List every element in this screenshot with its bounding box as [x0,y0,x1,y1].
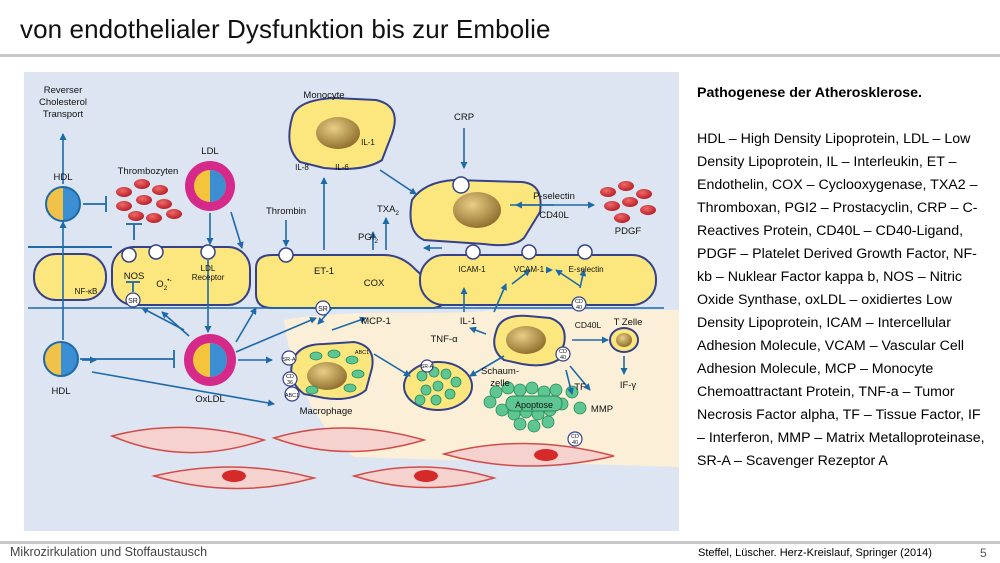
sr-label-right: SR [318,306,328,313]
monocyte-label: Monocyte [303,90,344,101]
thrombocytes-label: Thrombozyten [118,166,179,177]
footer-source: Steffel, Lüscher. Herz-Kreislauf, Spring… [698,547,932,559]
footer-divider [0,541,1000,544]
oxldl-particle [184,334,236,386]
page-number: 5 [980,546,987,560]
legend-panel: Pathogenese der Atherosklerose. HDL – Hi… [697,82,987,473]
cd40-label-2b: 40 [560,355,566,361]
pdgf-platelets [600,181,656,223]
ldl-receptor-label-2: Receptor [192,273,225,282]
mmp-label: MMP [591,404,613,415]
ifg-label: IF-γ [620,380,637,391]
tnf-label: TNF-α [430,334,458,345]
ldl-receptor-label-1: LDL [201,264,216,273]
endothelial-cell-4 [419,254,657,306]
intima-region [284,310,679,467]
legend-heading: Pathogenese der Atherosklerose. [697,85,922,101]
legend-body: HDL – High Density Lipoprotein, LDL – Lo… [697,131,985,469]
slide-title: von endothelialer Dysfunktion bis zur Em… [20,14,551,44]
cd36-label-a: CD [286,374,294,380]
tf-label: TF [574,382,586,393]
il1-label: IL-1 [460,316,476,327]
endothelial-cell-1 [33,253,107,301]
reverse-transport-label-2: Cholesterol [39,97,87,108]
hdl-particle-bottom [43,341,79,377]
cd40-label-3b: 40 [572,440,578,446]
crp-label: CRP [454,112,474,123]
et1-label: ET-1 [314,266,334,277]
cd40l-label: CD40L [575,320,602,330]
reverse-transport-label-3: Transport [43,109,84,120]
oxldl-label: OxLDL [195,394,225,405]
abc1-label-bottom: ABC1 [285,393,299,399]
e-selectin-label: E-selectin [568,265,603,274]
smooth-muscle-layer [109,426,615,490]
txa2-label: TXA2 [377,204,399,217]
pdgf-label: PDGF [615,226,642,237]
cd40-label-2a: CD [559,349,567,355]
pathogenesis-figure: Reverser Cholesterol Transport HDL HDL T… [24,72,679,531]
icam-label: ICAM-1 [458,265,486,274]
mcp1-label: MCP-1 [361,316,391,327]
cd40l-top-label: CD40L [539,210,569,221]
atherosclerosis-diagram: Reverser Cholesterol Transport HDL HDL T… [24,72,679,531]
cd40-label-1a: CD [575,299,583,305]
t-cell-label: T Zelle [614,317,643,328]
endothelium [33,246,657,309]
foam-cell-label-1: Schaum- [481,366,519,377]
cd40-label-1b: 40 [576,305,582,311]
nfkb-label: NF-κB [75,287,98,296]
reverse-transport-label-1: Reverser [44,85,83,96]
hdl-bottom-label: HDL [51,386,70,397]
vcam-label: VCAM-1 [514,265,545,274]
foam-cell-label-2: zelle [490,378,510,389]
apoptosis-label: Apoptose [515,400,553,410]
ldl-label: LDL [201,146,218,157]
endothelial-cell-2 [111,246,251,306]
ldl-particle [185,161,235,211]
cox-label: COX [364,278,385,289]
thrombin-label: Thrombin [266,206,306,217]
hdl-particle-top [45,186,81,222]
hdl-top-label: HDL [53,172,72,183]
sra-label-foam: SR-A [421,364,434,370]
p-selectin-label: P-selectin [533,191,575,202]
title-divider [0,54,1000,57]
cd36-label-b: 36 [287,380,293,386]
il8-label: IL-8 [295,163,309,172]
superoxide-label: O2•- [156,277,171,292]
nos-label: NOS [124,271,145,282]
cd40-label-3a: CD [571,434,579,440]
sr-label-left: SR [128,298,138,305]
monocyte-il1-label: IL-1 [361,138,375,147]
il6-label: IL-6 [335,163,349,172]
abc1-label-top: ABC1 [355,350,369,356]
macrophage-label: Macrophage [300,406,353,417]
footer-course-title: Mikrozirkulation und Stoffaustausch [10,545,208,559]
sra-label: SR-A [282,357,295,363]
thrombocytes [116,179,182,223]
pgi2-label: PGI2 [358,232,378,245]
